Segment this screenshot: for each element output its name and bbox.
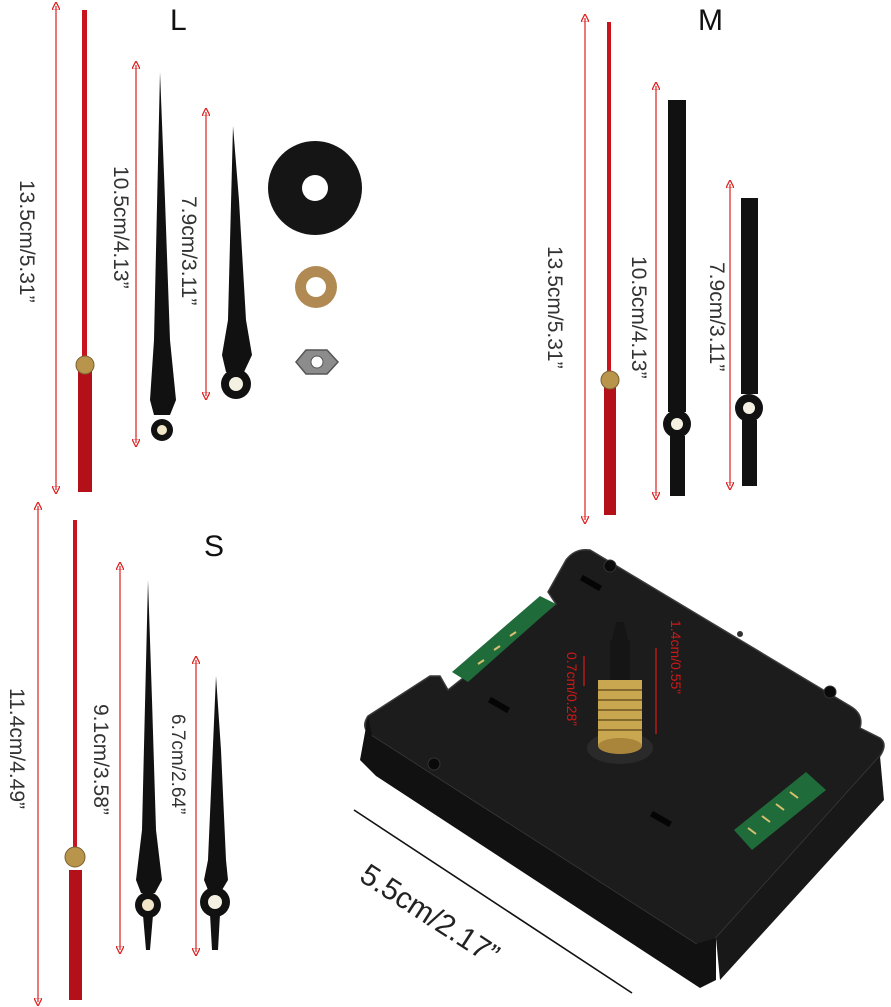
large-hand-set <box>56 6 362 492</box>
hour-hand <box>221 126 252 399</box>
hex-nut <box>295 349 340 375</box>
small-minute-hand-length: 9.1cm/3.58” <box>89 704 112 815</box>
set-label-l: L <box>170 4 187 37</box>
brass-shaft <box>587 622 653 764</box>
medium-hour-hand-length: 7.9cm/3.11” <box>705 262 728 372</box>
brass-washer <box>295 266 337 308</box>
large-minute-hand-length: 10.5cm/4.13” <box>109 166 132 289</box>
small-hour-hand-length: 6.7cm/2.64” <box>167 714 188 815</box>
hour-hand <box>735 198 763 486</box>
large-second-hand-length: 13.5cm/5.31” <box>15 180 38 303</box>
rubber-washer <box>268 141 362 235</box>
thread-length-label: 0.7cm/0.28” <box>564 652 580 726</box>
minute-hand <box>663 100 691 496</box>
small-hand-set <box>38 506 230 1002</box>
large-hour-hand-length: 7.9cm/3.11” <box>177 196 200 306</box>
small-second-hand-length: 11.4cm/4.49” <box>5 688 28 810</box>
medium-hand-set <box>585 18 763 520</box>
clock-movement <box>353 548 885 994</box>
width-dimension-line <box>353 809 633 994</box>
hour-hand <box>200 676 230 950</box>
medium-minute-hand-length: 10.5cm/4.13” <box>627 256 650 379</box>
second-hand <box>600 22 620 515</box>
medium-second-hand-length: 13.5cm/5.31” <box>543 246 566 369</box>
second-hand <box>75 10 95 492</box>
minute-hand <box>135 580 162 950</box>
set-label-s: S <box>204 530 225 563</box>
shaft-length-label: 1.4cm/0.55” <box>668 620 684 694</box>
second-hand <box>64 520 86 1000</box>
minute-hand <box>150 72 176 441</box>
set-label-m: M <box>698 4 723 37</box>
